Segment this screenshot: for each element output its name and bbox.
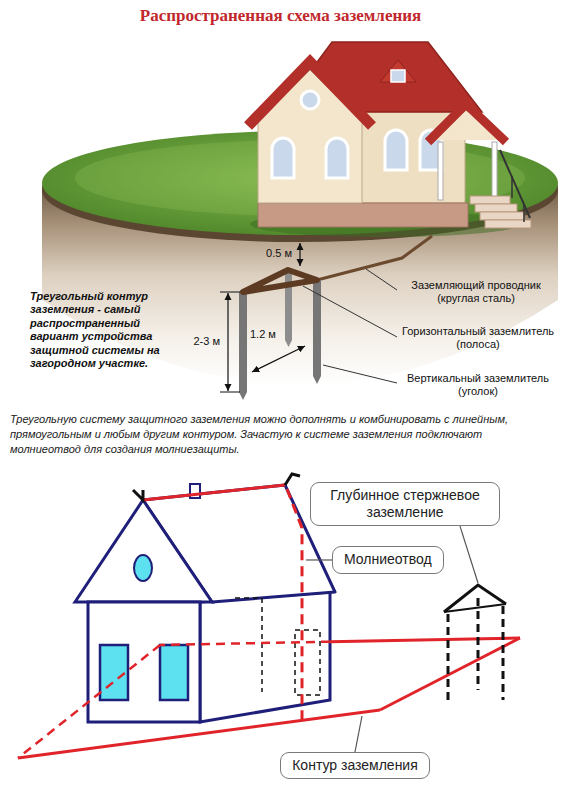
ground-contour [330, 638, 520, 642]
dimension-label-box: 2-3 м [180, 335, 220, 348]
house-illustration [391, 70, 405, 82]
dimension-label: 2-3 м [180, 335, 220, 348]
house-illustration [470, 196, 510, 204]
dimension-lines [299, 243, 300, 266]
grounding-electrodes [239, 392, 247, 400]
leader-line [460, 526, 478, 583]
house-illustration [248, 42, 531, 237]
leader-line [366, 269, 397, 290]
house-illustration [511, 176, 513, 198]
grounding-electrodes [313, 376, 321, 384]
house-illustration [475, 204, 517, 212]
house-line-drawing [75, 474, 335, 722]
house-line-drawing [133, 490, 143, 500]
ground-contour [18, 638, 520, 758]
house-illustration [272, 138, 294, 178]
rod-grounding [447, 614, 450, 705]
leader-line [355, 716, 362, 752]
grounding-electrodes [239, 236, 432, 400]
house-line-drawing [75, 500, 212, 602]
house-illustration [258, 70, 362, 203]
callout-box: Контур заземления [280, 752, 430, 779]
grounding-electrodes [285, 270, 292, 340]
rod-grounding [444, 585, 506, 705]
grounding-electrodes [239, 292, 247, 392]
rod-grounding [444, 585, 506, 612]
part-label-box: Вертикальный заземлитель (уголок) [400, 372, 556, 398]
ground-contour [380, 638, 520, 710]
house-illustration [326, 138, 348, 178]
house-line-drawing [285, 474, 300, 485]
house-line-drawing [200, 592, 330, 722]
leader-line [303, 269, 397, 383]
leader-line [306, 559, 332, 560]
ground-contour [18, 645, 160, 758]
house-illustration [438, 142, 443, 200]
rod-grounding [502, 606, 505, 700]
dimension-lines [252, 346, 305, 372]
house-illustration [480, 212, 524, 220]
callout-text: Глубинное стержневое заземление [322, 487, 488, 521]
house-illustration [385, 130, 407, 170]
house-illustration [258, 203, 468, 227]
dimension-lines [227, 293, 228, 391]
rod-grounding [444, 604, 506, 612]
house-illustration [248, 62, 372, 126]
description-text-box: Треугольную систему защитного заземления… [10, 412, 551, 457]
part-label-box: Горизонтальный заземлитель (полоса) [400, 325, 556, 351]
part-label: Вертикальный заземлитель (уголок) [400, 372, 556, 398]
dimension-lines [220, 292, 240, 293]
house-illustration [523, 204, 525, 222]
dimension-lines [220, 392, 240, 393]
dimension-label-box: 1.2 м [250, 328, 286, 341]
house-illustration [380, 60, 416, 82]
leader-line [323, 365, 397, 383]
title-text: Распространенная схема заземления [0, 6, 561, 26]
grounding-electrodes [285, 340, 292, 347]
house-illustration [492, 142, 497, 200]
grounding-electrodes [313, 280, 321, 376]
note-text-box: Треугольный контур заземления - самый ра… [30, 290, 182, 370]
house-illustration [301, 91, 319, 109]
house-line-drawing [143, 485, 285, 500]
callout-box: Глубинное стержневое заземление [310, 482, 500, 526]
house-illustration [500, 150, 530, 218]
grounding-electrodes [243, 270, 317, 292]
dimension-label: 1.2 м [250, 328, 286, 341]
house-line-drawing [287, 489, 302, 719]
leader-line [303, 286, 397, 337]
house-line-drawing [134, 555, 152, 581]
house-line-drawing [235, 598, 262, 692]
grounding-electrodes [317, 236, 432, 280]
dimension-label: 0.5 м [250, 247, 292, 260]
callout-box: Молниеотвод [332, 546, 444, 573]
callout-text: Контур заземления [292, 757, 418, 774]
description-text: Треугольную систему защитного заземления… [10, 412, 551, 457]
part-label-box: Заземляющий проводник (круглая сталь) [400, 279, 552, 305]
part-label: Горизонтальный заземлитель (полоса) [400, 325, 556, 351]
callout-text: Молниеотвод [344, 551, 432, 568]
ground-contour [160, 642, 330, 645]
house-illustration [428, 104, 506, 142]
ground-contour [18, 710, 380, 758]
dimension-lines [220, 243, 305, 392]
house-line-drawing [160, 645, 188, 700]
rod-grounding [477, 598, 480, 690]
note-text: Треугольный контур заземления - самый ра… [30, 290, 182, 370]
house-line-drawing [88, 602, 200, 722]
house-line-drawing [295, 630, 320, 695]
part-label: Заземляющий проводник (круглая сталь) [400, 279, 552, 305]
dimension-label-box: 0.5 м [250, 247, 292, 260]
